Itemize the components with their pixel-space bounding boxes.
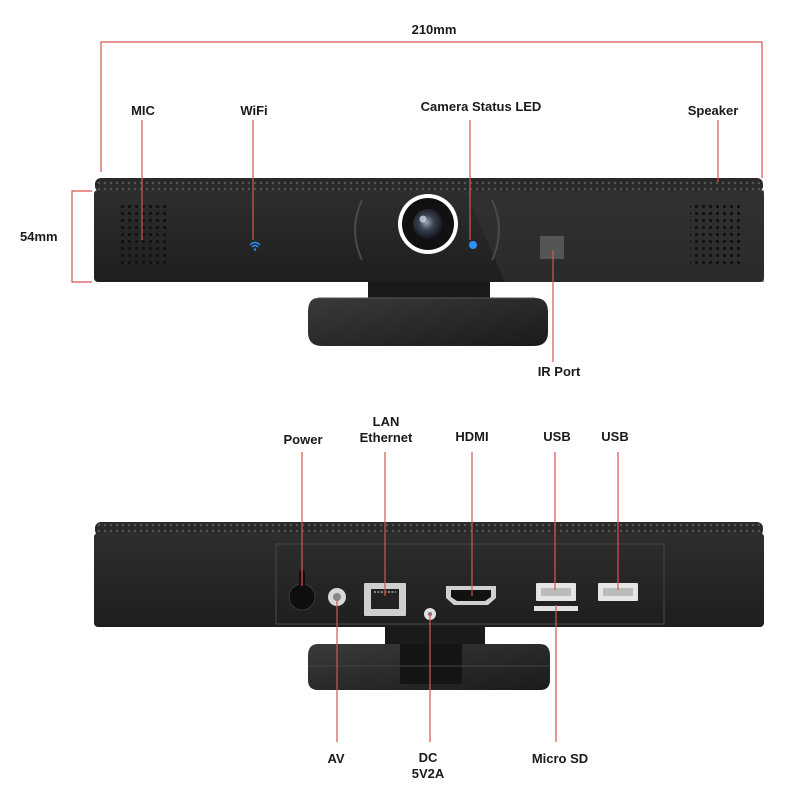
height-dimension-label: 54mm <box>20 229 58 244</box>
width-dimension-line <box>100 41 763 178</box>
rear-stand <box>308 620 550 690</box>
front-stand <box>308 282 548 346</box>
height-dimension-line <box>71 190 92 283</box>
rear-body <box>94 533 764 627</box>
ir-port-label: IR Port <box>537 364 581 379</box>
width-dimension-label: 210mm <box>411 22 457 37</box>
lan-ethernet-label: LAN Ethernet <box>359 414 413 445</box>
right-speaker-grille <box>690 205 742 267</box>
usb-port-2-icon <box>598 583 638 601</box>
rear-callout-lines <box>301 452 619 742</box>
camera-status-led-label: Camera Status LED <box>420 99 542 114</box>
port-panel <box>275 543 665 625</box>
camera-lens-icon <box>398 194 458 254</box>
speaker-label: Speaker <box>687 103 739 118</box>
ir-port-window <box>540 236 564 259</box>
hdmi-port-icon <box>446 586 496 605</box>
rear-view <box>94 452 764 742</box>
av-jack-icon <box>328 588 346 606</box>
front-view <box>71 41 764 362</box>
status-led-icon <box>469 241 477 249</box>
left-speaker-grille <box>118 205 168 267</box>
power-label: Power <box>283 432 323 447</box>
wifi-icon <box>249 241 261 251</box>
hdmi-label: HDMI <box>455 429 489 444</box>
av-label: AV <box>327 751 345 766</box>
wifi-label: WiFi <box>240 103 268 118</box>
usb-port-1-icon <box>536 583 576 601</box>
lan-port-icon <box>364 583 406 616</box>
usb-2-label: USB <box>601 429 629 444</box>
micro-sd-label: Micro SD <box>531 751 589 766</box>
usb-1-label: USB <box>543 429 571 444</box>
front-callout-lines <box>141 120 719 362</box>
dc-5v2a-label: DC 5V2A <box>411 750 445 781</box>
mic-label: MIC <box>131 103 155 118</box>
